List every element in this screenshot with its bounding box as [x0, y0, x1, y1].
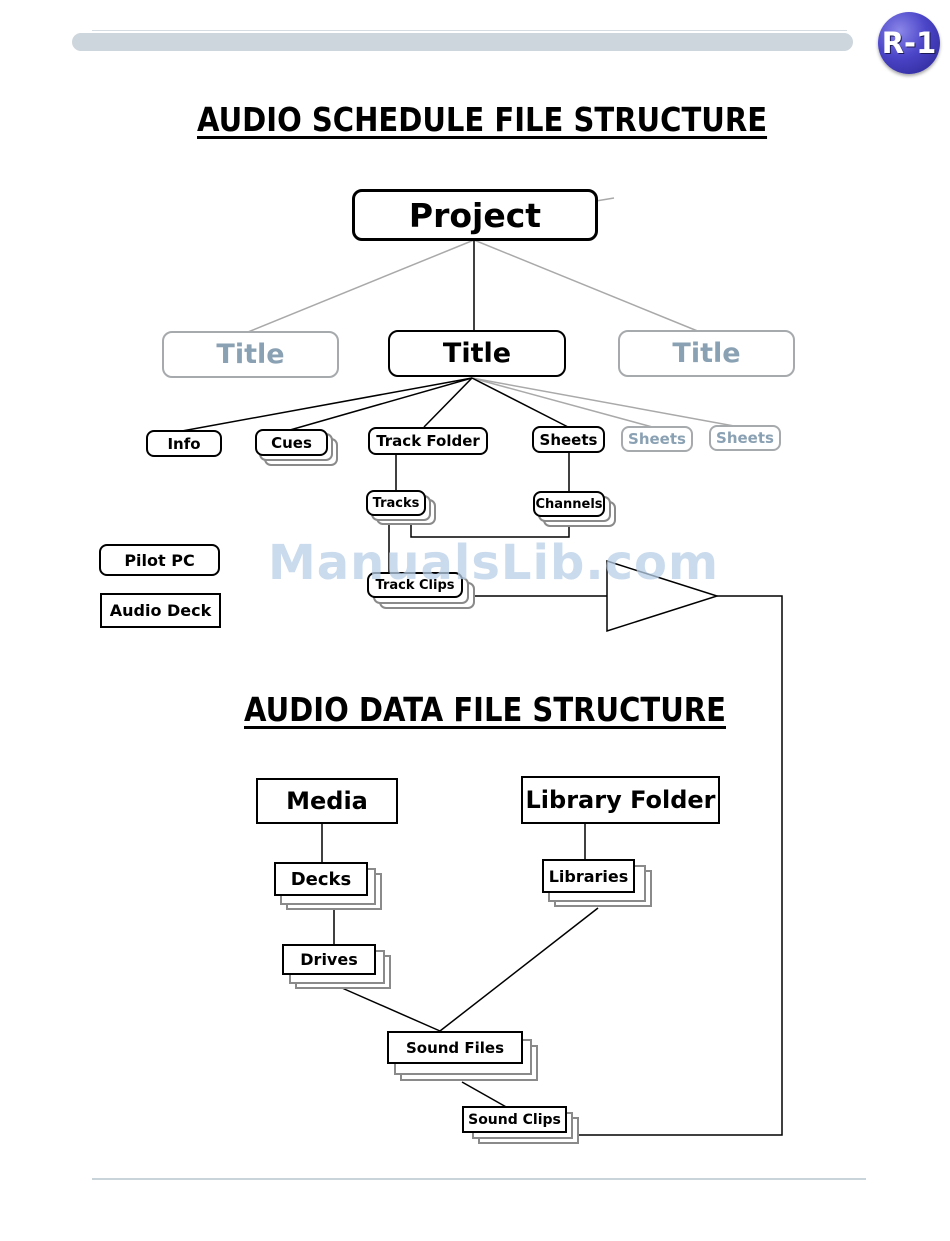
line-title-cues — [290, 378, 472, 430]
title-node-left: Title — [162, 331, 339, 378]
line-soundfiles-soundclips — [462, 1082, 508, 1108]
pilot-pc-legend: Pilot PC — [99, 544, 220, 576]
sound-clips-node: Sound Clips — [462, 1106, 567, 1133]
decks-node: Decks — [274, 862, 368, 896]
line-libraries-soundfiles — [440, 908, 598, 1031]
line-project-title-left — [248, 240, 474, 332]
cues-node: Cues — [255, 429, 328, 456]
line-title-sheets — [472, 378, 568, 427]
title-node-center: Title — [388, 330, 566, 377]
channels-node: Channels — [533, 491, 605, 517]
media-node: Media — [256, 778, 398, 824]
title-node-right: Title — [618, 330, 795, 377]
line-title-sheets-ghost-1 — [472, 378, 656, 428]
drives-node: Drives — [282, 944, 376, 975]
tracks-node: Tracks — [366, 490, 426, 516]
sheets-node: Sheets — [532, 426, 605, 453]
info-node: Info — [146, 430, 222, 457]
manualslib-watermark: ManualsLib.com — [268, 535, 719, 591]
line-project-title-right — [474, 240, 700, 332]
line-title-sheets-ghost-2 — [472, 378, 745, 428]
sound-files-node: Sound Files — [387, 1031, 523, 1064]
track-folder-node: Track Folder — [368, 427, 488, 455]
line-drives-soundfiles — [342, 988, 440, 1031]
sheets-ghost-node-2: Sheets — [709, 425, 781, 451]
project-node: Project — [352, 189, 598, 241]
library-folder-node: Library Folder — [521, 776, 720, 824]
audio-deck-legend: Audio Deck — [100, 593, 221, 628]
libraries-node: Libraries — [542, 859, 635, 893]
sheets-ghost-node-1: Sheets — [621, 426, 693, 452]
